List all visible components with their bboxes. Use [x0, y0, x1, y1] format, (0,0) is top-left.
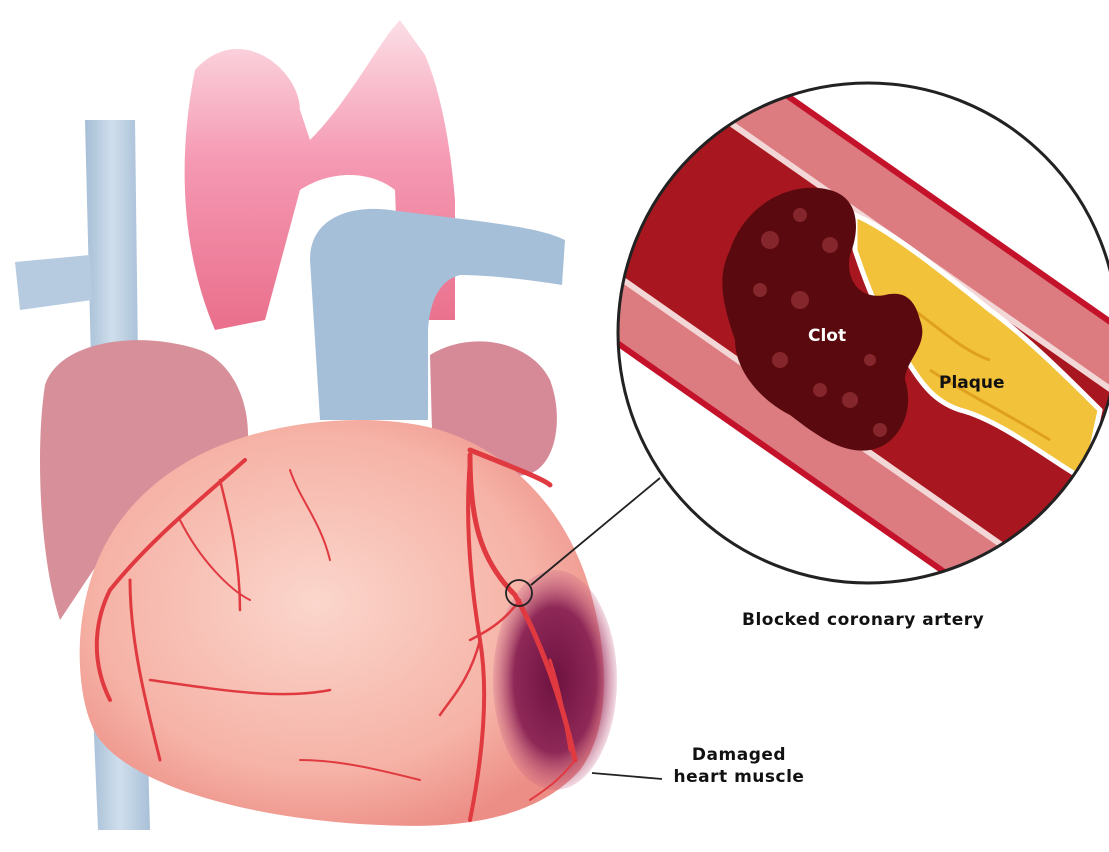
left-pulmonary-vein [15, 255, 92, 310]
heart-illustration [15, 20, 617, 830]
damage-pointer-line [592, 773, 662, 779]
damaged-muscle-caption: Damaged heart muscle [664, 744, 814, 788]
clot-label: Clot [808, 326, 846, 346]
plaque-label: Plaque [939, 373, 1005, 393]
damaged-line-1: Damaged [664, 744, 814, 766]
blocked-artery-caption: Blocked coronary artery [742, 609, 984, 631]
damaged-line-2: heart muscle [664, 766, 814, 788]
